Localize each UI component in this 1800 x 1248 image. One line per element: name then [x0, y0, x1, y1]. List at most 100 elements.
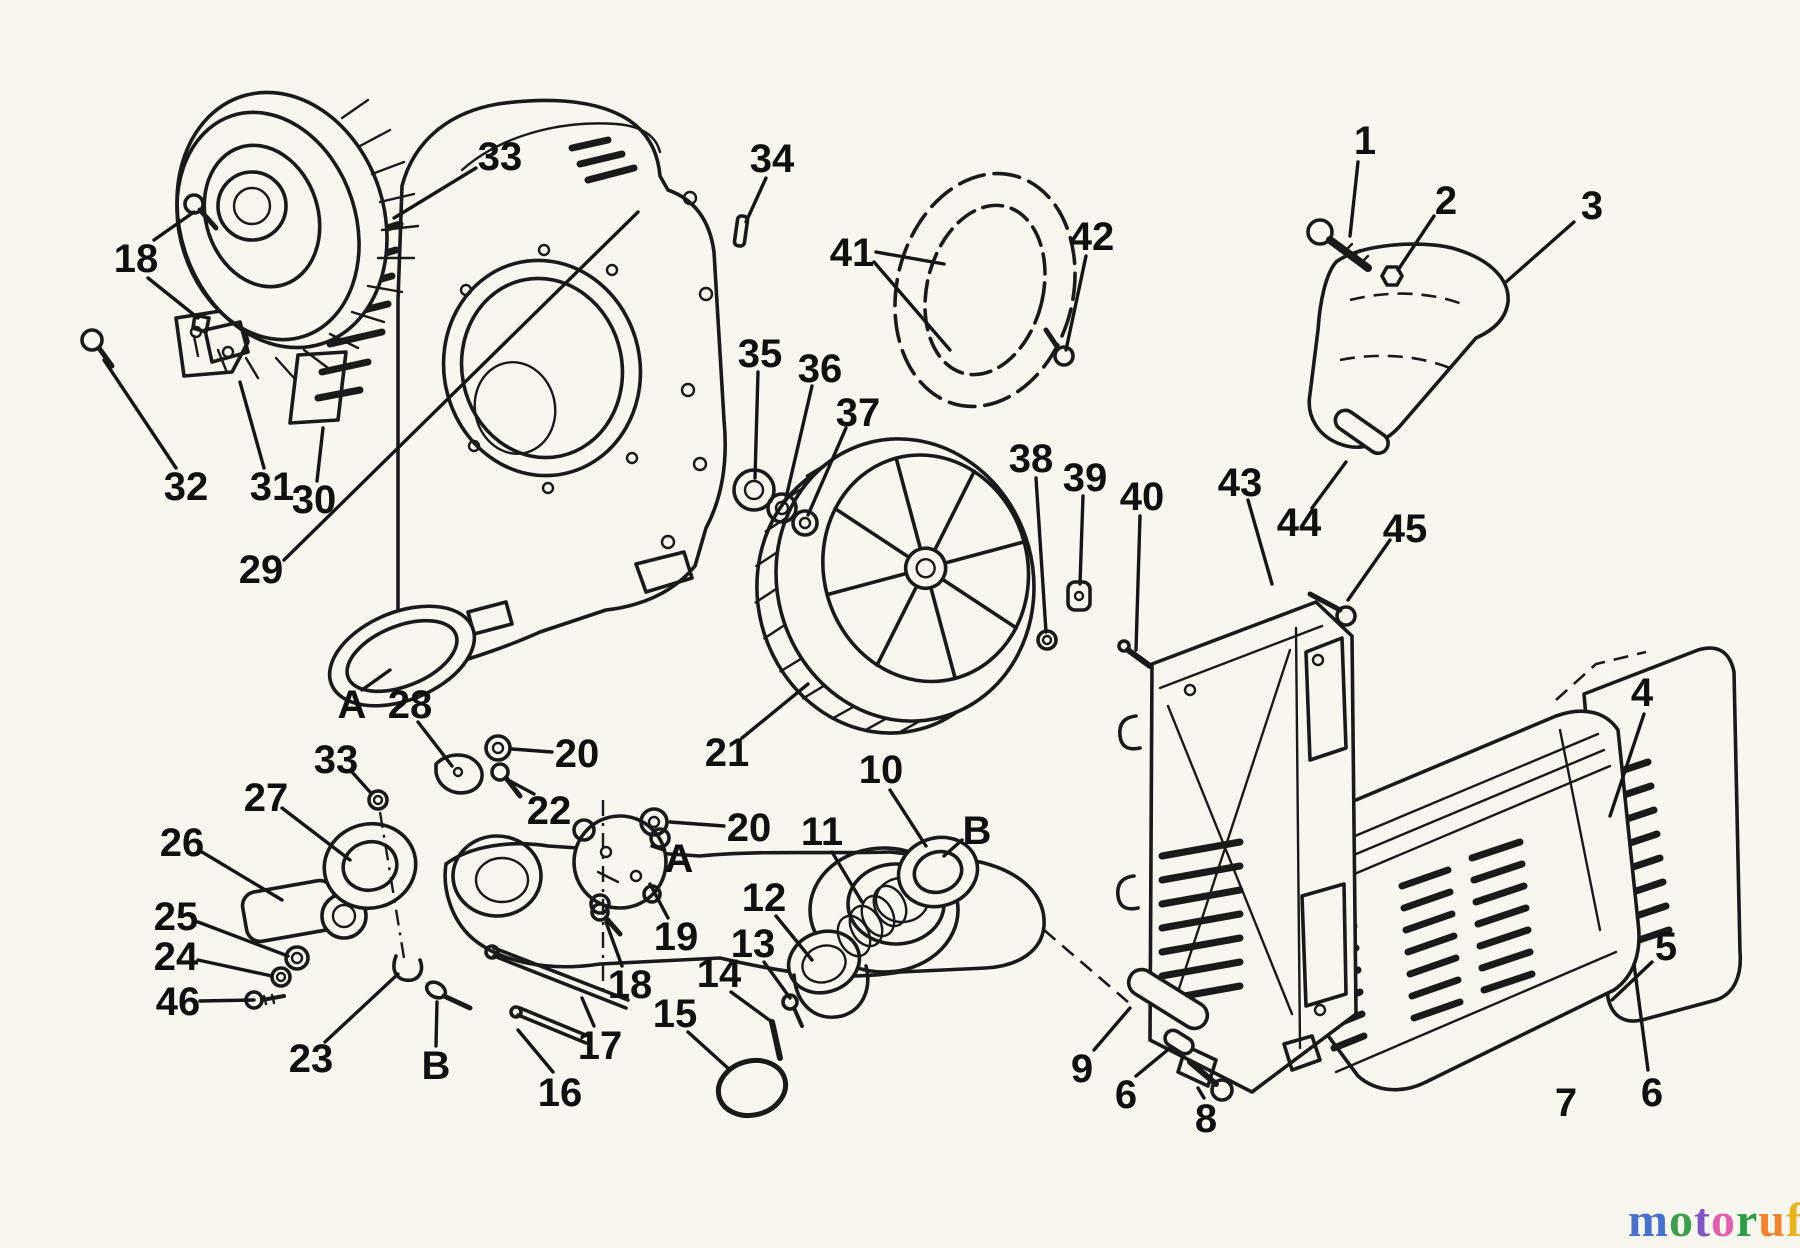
callout-24: 24: [154, 935, 274, 979]
callout-28-leader: [416, 720, 454, 768]
callout-7-label: 7: [1555, 1081, 1577, 1125]
callout-42: 42: [1064, 215, 1115, 352]
ring-10: [896, 835, 980, 909]
callout-13-leader: [762, 960, 792, 1000]
callout-18a: 18: [114, 210, 200, 320]
callout-14-leader: [729, 990, 774, 1024]
pin-44: [1333, 408, 1390, 456]
pin-14: [769, 1019, 783, 1061]
callout-11-leader: [830, 850, 864, 904]
callout-15-label: 15: [653, 992, 698, 1036]
callout-11: 11: [801, 810, 864, 904]
callout-32-label: 32: [164, 465, 209, 509]
callout-22-leader: [506, 778, 536, 796]
callout-3-label: 3: [1581, 184, 1603, 228]
callout-A1: A: [338, 668, 392, 727]
callout-20a-leader: [510, 747, 554, 754]
callout-7: 7: [1555, 1081, 1577, 1125]
callout-45: 45: [1346, 507, 1428, 602]
backplate-frame-43: [1116, 600, 1358, 1094]
callout-39: 39: [1063, 456, 1107, 586]
callout-13: 13: [731, 922, 792, 1000]
callout-38-label: 38: [1009, 437, 1054, 481]
callout-30-label: 30: [292, 478, 337, 522]
callout-10-leader: [888, 788, 928, 848]
callout-22: 22: [506, 778, 572, 833]
callout-20b-leader: [668, 820, 726, 828]
screw-45: [1307, 591, 1357, 627]
callout-25-label: 25: [154, 895, 199, 939]
callout-9-leader: [1092, 1006, 1132, 1052]
callout-40: 40: [1120, 475, 1164, 652]
callout-34: 34: [744, 137, 795, 224]
callout-21-leader: [740, 682, 810, 740]
callout-28: 28: [388, 683, 454, 768]
callout-42-label: 42: [1070, 215, 1115, 259]
callout-44-label: 44: [1277, 501, 1322, 545]
nut-2: [1380, 265, 1404, 287]
callout-22-label: 22: [527, 789, 572, 833]
pin-16: [509, 1005, 590, 1045]
callout-2-label: 2: [1435, 179, 1457, 223]
callout-8-label: 8: [1195, 1097, 1217, 1141]
callout-17-leader: [580, 996, 596, 1028]
washer-20-right: [639, 807, 669, 837]
callout-30-leader: [315, 426, 325, 483]
callout-A2-label: A: [665, 837, 694, 881]
callout-3-leader: [1504, 220, 1576, 284]
callout-37-label: 37: [836, 391, 881, 435]
callout-A1-label: A: [338, 683, 367, 727]
callout-23: 23: [289, 972, 400, 1081]
callout-6b: 6: [1632, 962, 1663, 1115]
callout-39-leader: [1078, 494, 1085, 586]
callout-15: 15: [653, 992, 732, 1072]
callout-29-label: 29: [239, 548, 284, 592]
washer-36: [766, 492, 798, 524]
screw-22: [490, 762, 523, 799]
center-lines: [378, 800, 1129, 1003]
callout-4-leader: [1608, 712, 1646, 818]
callout-4: 4: [1608, 671, 1654, 818]
callout-5-label: 5: [1655, 925, 1677, 969]
clip-34: [732, 214, 750, 248]
callout-14: 14: [697, 952, 774, 1024]
bolt-8: [1187, 1059, 1234, 1102]
callout-46: 46: [156, 980, 256, 1024]
callout-20a: 20: [510, 732, 599, 776]
callout-44-leader: [1310, 460, 1348, 510]
callout-42-leader: [1064, 254, 1088, 352]
callout-15-leader: [686, 1030, 732, 1072]
callout-26: 26: [160, 821, 284, 902]
callout-45-label: 45: [1383, 507, 1428, 551]
callout-14-label: 14: [697, 952, 742, 996]
callout-25: 25: [154, 895, 290, 958]
screw-32: [80, 328, 115, 369]
callout-41-leader: [874, 250, 946, 266]
callout-46-leader: [198, 998, 256, 1003]
callout-29-leader: [282, 210, 640, 562]
callout-21: 21: [705, 682, 810, 775]
callout-25-leader: [196, 920, 290, 958]
callout-18a-label: 18: [114, 237, 159, 281]
callout-19: 19: [648, 882, 698, 959]
fan-cover-33: [175, 90, 420, 380]
callout-6a-label: 6: [1115, 1073, 1137, 1117]
callout-31-label: 31: [250, 465, 295, 509]
callout-43: 43: [1218, 461, 1274, 586]
callout-9: 9: [1071, 1006, 1132, 1091]
washer-20-left: [484, 734, 512, 762]
callout-35-label: 35: [738, 332, 783, 376]
callout-36-label: 36: [798, 347, 843, 391]
callout-23-leader: [323, 972, 400, 1044]
screw-42: [1043, 327, 1075, 367]
callout-30: 30: [292, 426, 337, 522]
clip-23: [392, 954, 424, 982]
callout-17-label: 17: [578, 1024, 623, 1068]
callout-20b: 20: [668, 806, 771, 850]
callout-18b-leader: [604, 920, 624, 968]
callout-41-label: 41: [830, 231, 875, 275]
callout-36: 36: [784, 347, 843, 500]
callout-41: 41: [830, 231, 952, 352]
